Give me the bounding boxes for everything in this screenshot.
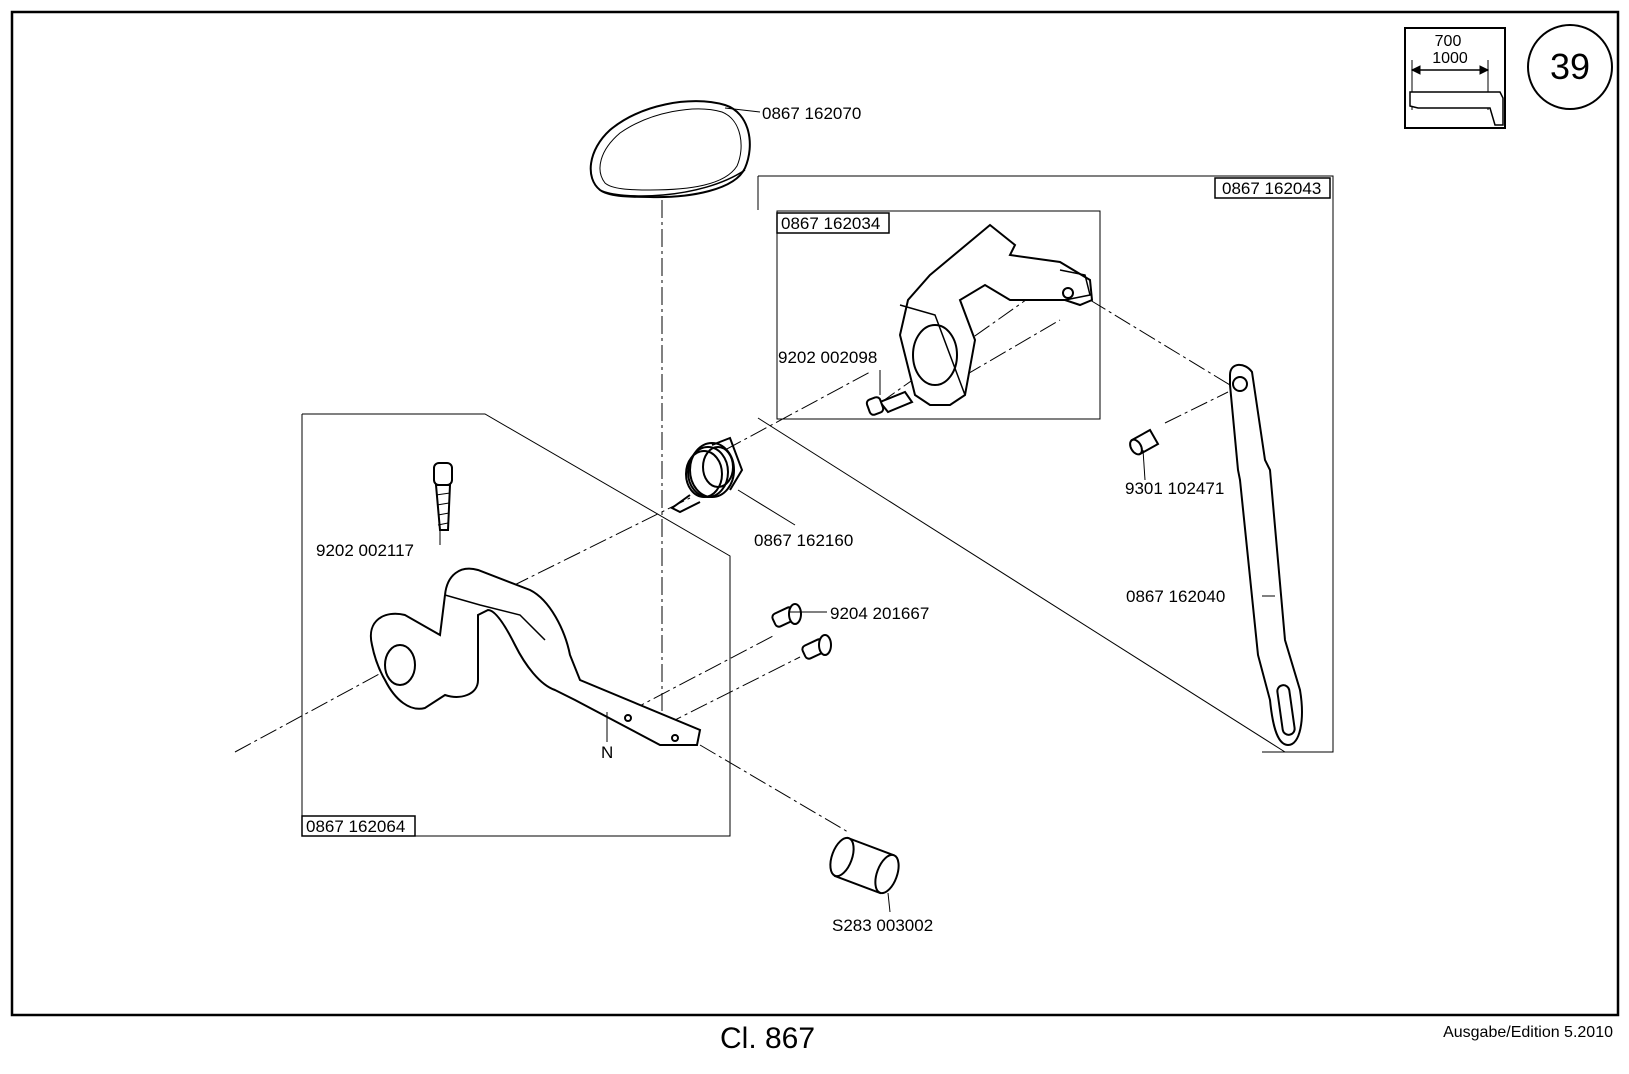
link-bar-part-drawing <box>1230 365 1302 745</box>
assembly-label-162043: 0867 162043 <box>1215 178 1330 198</box>
lever-arm-part-drawing <box>371 569 700 745</box>
thumbnail-bottom-value: 1000 <box>1410 50 1490 68</box>
assembly-label-162064: 0867 162064 <box>302 816 415 836</box>
part-label-9204201667: 9204 201667 <box>830 604 929 623</box>
part-label-9301102471: 9301 102471 <box>1125 479 1224 498</box>
edition-label: Ausgabe/Edition 5.2010 <box>1443 1024 1613 1042</box>
part-label-S283003002: S283 003002 <box>832 916 933 935</box>
part-label-9202002098: 9202 002098 <box>778 348 877 367</box>
part-label-0867162160: 0867 162160 <box>754 531 853 550</box>
screw-9202002098-drawing <box>866 392 912 416</box>
svg-text:0867 162043: 0867 162043 <box>1222 179 1321 198</box>
spring-part-drawing <box>672 438 742 512</box>
part-label-9202002117: 9202 002117 <box>316 541 414 560</box>
drawing-frame <box>12 12 1618 1015</box>
screw-9202002117-drawing <box>434 463 452 530</box>
assembly-label-162034: 0867 162034 <box>777 213 889 233</box>
part-label-N: N <box>601 743 613 762</box>
part-label-0867162040: 0867 162040 <box>1126 587 1225 606</box>
part-label-0867162070: 0867 162070 <box>762 104 861 123</box>
svg-text:0867 162064: 0867 162064 <box>306 817 405 836</box>
svg-text:0867 162034: 0867 162034 <box>781 214 880 233</box>
clamp-bracket-part-drawing <box>900 225 1092 405</box>
pin-S283003002-drawing <box>826 835 903 896</box>
cushion-part-drawing <box>591 101 750 197</box>
page-number-badge: 39 <box>1527 24 1613 110</box>
drawing-class-title: Cl. 867 <box>720 1022 815 1056</box>
thumbnail-top-value: 700 <box>1408 33 1488 51</box>
